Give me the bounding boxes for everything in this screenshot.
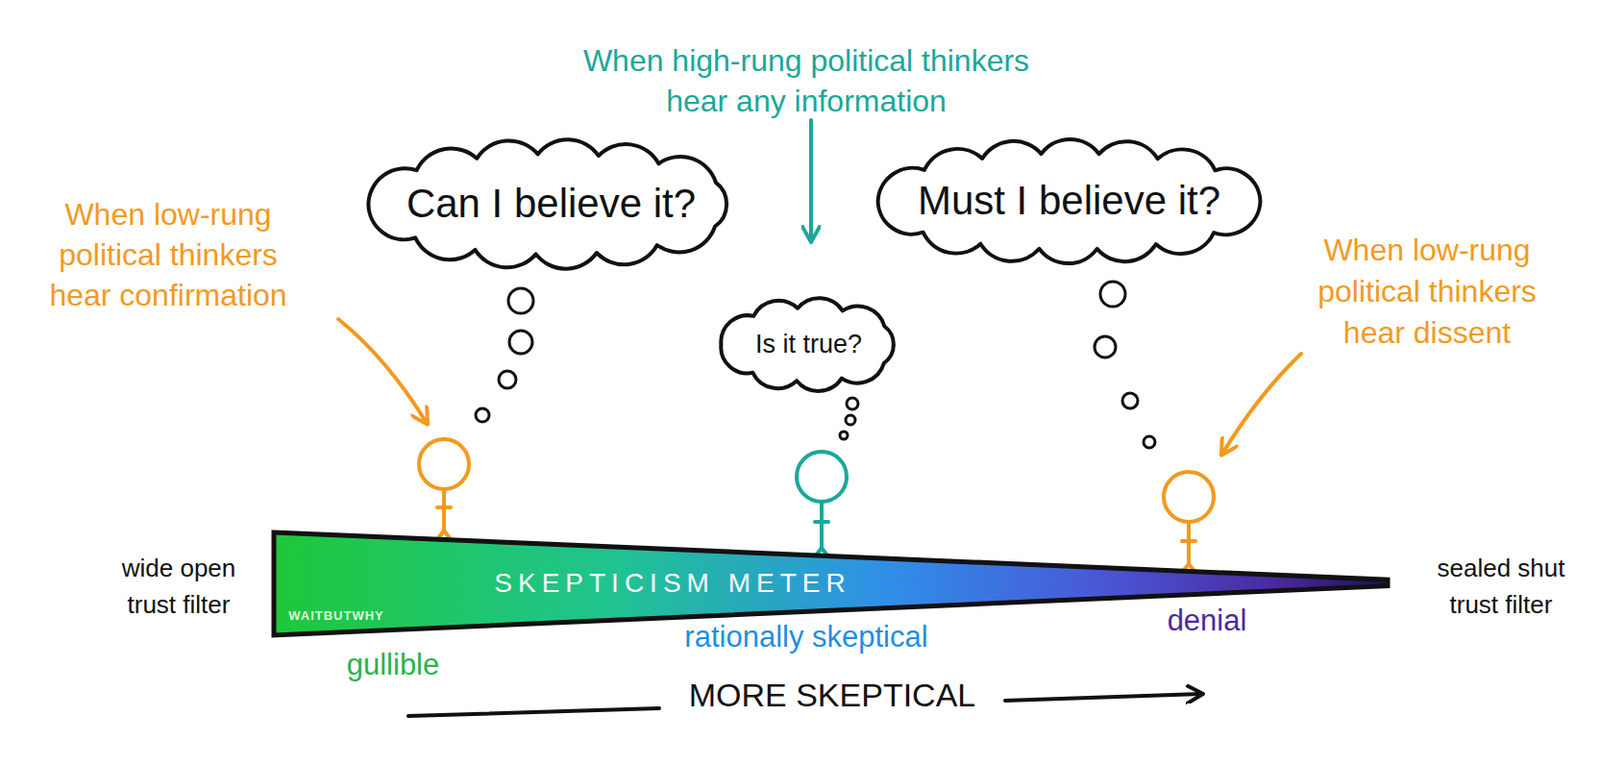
meter-title: SKEPTICISM METER	[493, 566, 851, 600]
cloud-shape	[720, 297, 894, 392]
figure-head	[796, 451, 847, 502]
cloud-shape	[368, 139, 727, 269]
figure-head	[418, 439, 469, 490]
axis-line	[408, 708, 660, 716]
thought-dot	[1094, 336, 1116, 358]
thought-dot	[1143, 436, 1156, 448]
thought-dot	[498, 370, 517, 389]
thought-cloud: Is it true?	[704, 291, 913, 398]
stick-figure	[1163, 471, 1214, 571]
thought-dot	[1100, 281, 1126, 307]
end-label: wide open trust filter	[97, 549, 261, 623]
figure-body	[437, 489, 451, 539]
scale-label: gullible	[346, 647, 441, 683]
thought-dot	[1122, 393, 1138, 409]
watermark: WAITBUTWHY	[288, 608, 385, 624]
leader-arrow	[809, 120, 813, 241]
scale-label: denial	[1167, 603, 1248, 639]
thought-dot	[475, 408, 490, 422]
figure-head	[1163, 471, 1214, 522]
thought-cloud: Can I believe it?	[346, 132, 756, 276]
stick-figure	[796, 451, 847, 556]
annotation-text: When high-rung political thinkers hear a…	[566, 40, 1047, 122]
thought-cloud: Must I believe it?	[857, 132, 1281, 271]
scale-label: rationally skeptical	[684, 619, 928, 655]
axis-label: MORE SKEPTICAL	[689, 675, 977, 714]
cloud-shape	[878, 139, 1261, 264]
thought-text: Must I believe it?	[917, 176, 1221, 225]
thought-dot	[509, 330, 533, 354]
annotation-text: When low-rung political thinkers hear co…	[38, 194, 298, 316]
figure-body	[814, 501, 829, 556]
thought-text: Is it true?	[755, 328, 862, 360]
thought-dot	[845, 415, 856, 425]
axis-arrow	[1005, 693, 1202, 701]
end-label: sealed shut trust filter	[1419, 549, 1583, 623]
stick-figure	[418, 439, 469, 539]
thought-dot	[508, 288, 534, 314]
thought-text: Can I believe it?	[406, 179, 696, 228]
leader-arrow	[338, 319, 427, 423]
thought-dot	[846, 397, 859, 410]
figure-body	[1181, 521, 1196, 571]
leader-arrow	[1222, 353, 1302, 454]
thought-dot	[839, 431, 848, 440]
annotation-text: When low-rung political thinkers hear di…	[1297, 229, 1557, 354]
thought-dots	[475, 281, 1156, 448]
